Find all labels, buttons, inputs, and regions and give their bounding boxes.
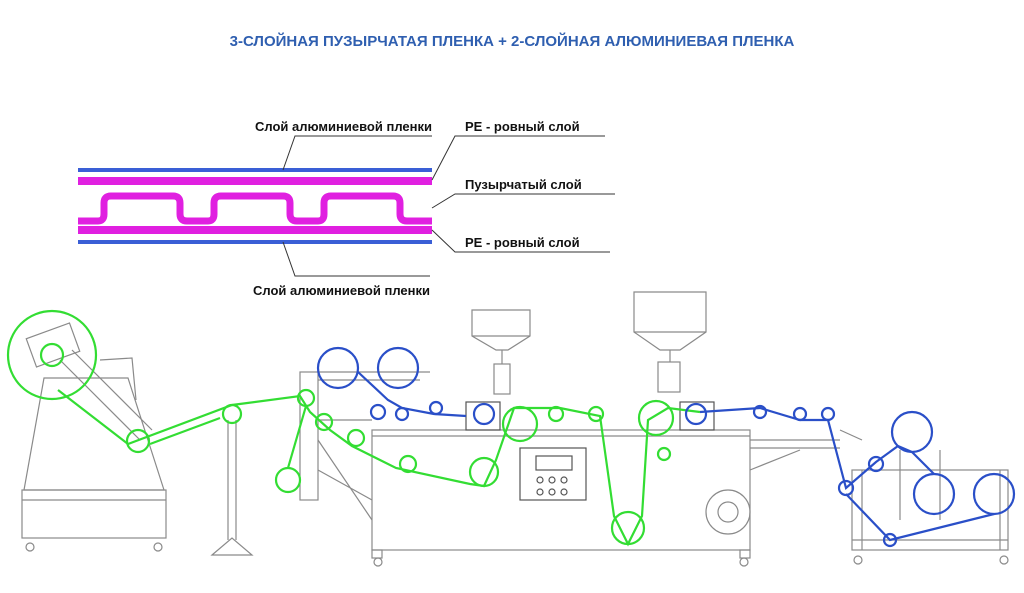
roller: [867, 455, 885, 473]
unwind-roll: [6, 309, 98, 401]
roller: [752, 404, 768, 420]
label-bubble: Пузырчатый слой: [465, 177, 582, 192]
roller: [428, 400, 444, 416]
hopper-1: [471, 309, 531, 351]
roller: [274, 466, 302, 494]
roller: [684, 402, 708, 426]
diagram-title: 3-СЛОЙНАЯ ПУЗЫРЧАТАЯ ПЛЕНКА + 2-СЛОЙНАЯ …: [230, 32, 795, 50]
unwind-arm: [25, 322, 81, 368]
main-body: [371, 429, 751, 551]
aluminum-roll: [316, 346, 360, 390]
roller: [369, 403, 387, 421]
unwind-base: [21, 489, 167, 539]
machine-frame: [21, 291, 1009, 567]
leader-pe-top: [431, 135, 605, 181]
roller: [610, 510, 646, 546]
roller: [820, 406, 836, 422]
roller: [125, 428, 151, 454]
leader-aluminum-bottom: [282, 241, 430, 277]
left-upper-frame: [299, 371, 319, 501]
roller: [656, 446, 672, 462]
roller: [882, 532, 898, 548]
label-pe-top: PE - ровный слой: [465, 119, 580, 134]
pe-layer-bottom: [78, 226, 432, 234]
aluminum-film-path: [316, 346, 1016, 548]
roller: [314, 412, 334, 432]
pe-film-path: [6, 309, 701, 547]
roller: [637, 399, 675, 437]
leader-pe-bottom: [431, 229, 610, 253]
label-aluminum-top: Слой алюминиевой пленки: [255, 119, 432, 134]
film-cross-section: Слой алюминиевой пленки PE - ровный слой…: [78, 119, 615, 298]
aluminum-layer-top: [78, 168, 432, 172]
rewind-stand: [851, 469, 1009, 551]
control-panel: [519, 447, 587, 501]
motor-wheel: [705, 489, 751, 535]
leader-bubble: [431, 193, 615, 209]
rewind-roll: [912, 472, 956, 516]
label-aluminum-bottom: Слой алюминиевой пленки: [253, 283, 430, 298]
label-pe-bottom: PE - ровный слой: [465, 235, 580, 250]
idler-post-foot: [210, 537, 254, 556]
aluminum-roll: [376, 346, 420, 390]
laminator-head-2: [679, 401, 715, 431]
leader-aluminum-top: [282, 135, 432, 171]
roller: [346, 428, 366, 448]
roller: [398, 454, 418, 474]
bubble-layer: [78, 192, 432, 225]
hopper-2: [633, 291, 707, 351]
roller: [472, 402, 496, 426]
aluminum-layer-bottom: [78, 240, 432, 244]
pe-layer-top: [78, 177, 432, 185]
